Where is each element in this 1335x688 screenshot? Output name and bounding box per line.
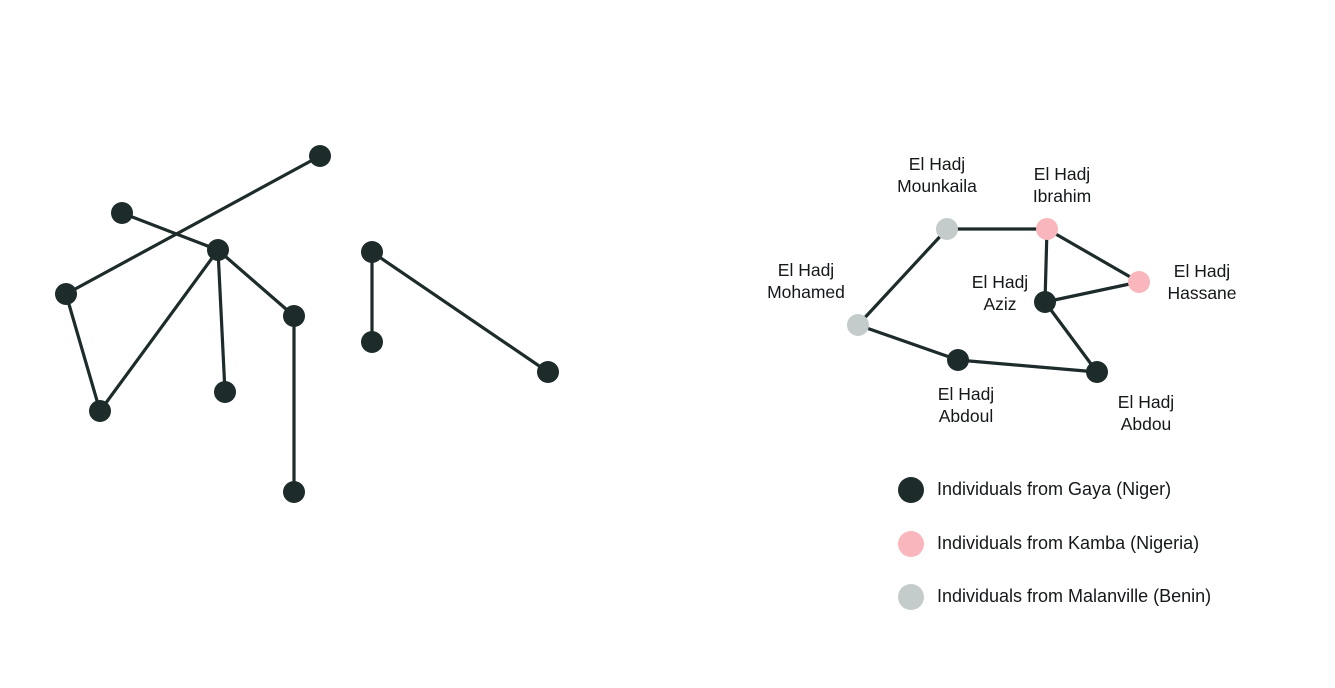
left-graph-edge (370, 250, 550, 374)
right-graph-edge (1043, 227, 1049, 304)
left-graph-node-l9[interactable] (361, 241, 383, 263)
left-graph-edges (64, 154, 550, 494)
legend-dot-kamba (898, 531, 924, 557)
right-graph-node-mounkaila[interactable] (936, 218, 958, 240)
legend-label-gaya: Individuals from Gaya (Niger) (937, 479, 1171, 499)
left-graph-node-l3[interactable] (207, 239, 229, 261)
left-graph-node-l5[interactable] (283, 305, 305, 327)
left-graph-node-l2[interactable] (111, 202, 133, 224)
left-graph-nodes (55, 145, 559, 503)
legend-label-malanville: Individuals from Malanville (Benin) (937, 586, 1211, 606)
right-graph-node-mohamed[interactable] (847, 314, 869, 336)
left-graph-node-l8[interactable] (283, 481, 305, 503)
right-graph-edge (856, 227, 949, 327)
right-graph-node-abdoul[interactable] (947, 349, 969, 371)
right-graph-node-hassane[interactable] (1128, 271, 1150, 293)
right-graph-edges (856, 227, 1141, 374)
left-graph-edge (120, 211, 220, 252)
right-graph-edge (1043, 300, 1099, 374)
left-graph-node-l7[interactable] (89, 400, 111, 422)
right-graph-edge (1045, 227, 1141, 284)
legend-dot-gaya (898, 477, 924, 503)
right-graph-edge (956, 358, 1099, 374)
left-graph-node-l1[interactable] (309, 145, 331, 167)
right-graph-node-ibrahim[interactable] (1036, 218, 1058, 240)
legend-dot-malanville (898, 584, 924, 610)
left-graph-edge (98, 248, 220, 413)
right-graph-edge (1043, 280, 1141, 304)
right-graph-edge (856, 323, 960, 362)
left-graph-edge (216, 248, 227, 394)
left-graph-node-l10[interactable] (361, 331, 383, 353)
right-graph-node-aziz[interactable] (1034, 291, 1056, 313)
right-graph-node-abdou[interactable] (1086, 361, 1108, 383)
left-graph-node-l4[interactable] (55, 283, 77, 305)
left-graph-edge (64, 154, 322, 296)
right-graph-nodes (847, 218, 1150, 383)
left-graph-node-l11[interactable] (537, 361, 559, 383)
left-graph-node-l6[interactable] (214, 381, 236, 403)
legend-label-kamba: Individuals from Kamba (Nigeria) (937, 533, 1199, 553)
left-graph-edge (216, 248, 296, 318)
legend: Individuals from Gaya (Niger) Individuals… (898, 477, 1211, 610)
left-graph-edge (64, 292, 102, 413)
